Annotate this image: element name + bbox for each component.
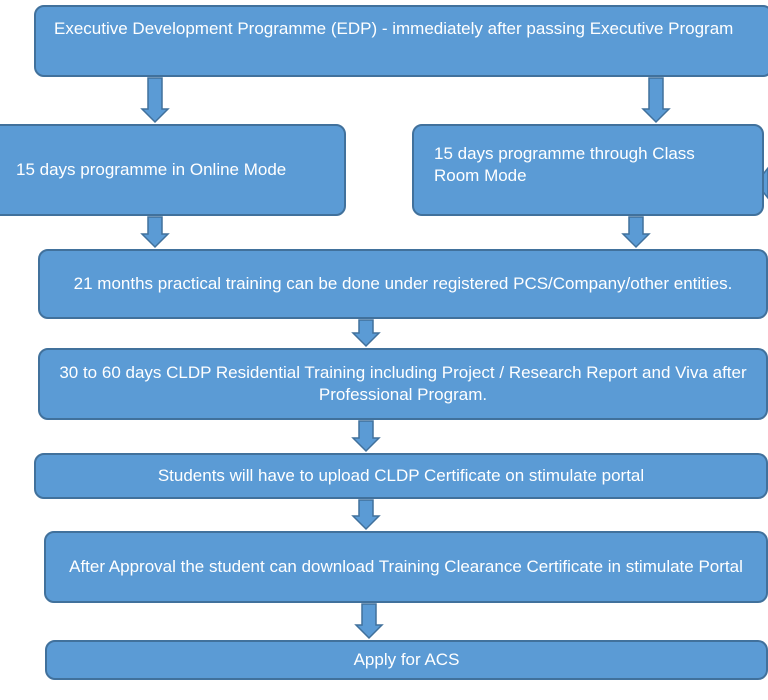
arrow-classroom-to-practical <box>621 216 651 249</box>
upload-certificate-box: Students will have to upload CLDP Certif… <box>34 453 768 499</box>
online-mode-box: 15 days programme in Online Mode <box>0 124 346 216</box>
cldp-training-text: 30 to 60 days CLDP Residential Training … <box>59 363 747 404</box>
arrow-upload-to-approval <box>351 499 381 531</box>
classroom-mode-box: 15 days programme through Class Room Mod… <box>412 124 764 216</box>
arrow-practical-to-cldp <box>351 319 381 348</box>
arrow-approval-to-acs <box>354 603 384 640</box>
apply-acs-box: Apply for ACS <box>45 640 768 680</box>
arrow-edp-to-online <box>140 77 170 124</box>
cldp-training-box: 30 to 60 days CLDP Residential Training … <box>38 348 768 420</box>
arrow-edp-to-classroom <box>641 77 671 124</box>
arrow-online-to-practical <box>140 216 170 249</box>
upload-certificate-text: Students will have to upload CLDP Certif… <box>157 466 645 485</box>
practical-training-text: 21 months practical training can be done… <box>73 274 733 293</box>
edp-box: Executive Development Programme (EDP) - … <box>34 5 768 77</box>
practical-training-box: 21 months practical training can be done… <box>38 249 768 319</box>
edp-text: Executive Development Programme (EDP) - … <box>54 19 734 38</box>
arrow-cldp-to-upload <box>351 420 381 453</box>
online-mode-text: 15 days programme in Online Mode <box>16 160 287 179</box>
classroom-mode-text: 15 days programme through Class Room Mod… <box>434 144 695 185</box>
apply-acs-text: Apply for ACS <box>353 650 460 669</box>
approval-download-box: After Approval the student can download … <box>44 531 768 603</box>
approval-download-text: After Approval the student can download … <box>69 557 743 576</box>
